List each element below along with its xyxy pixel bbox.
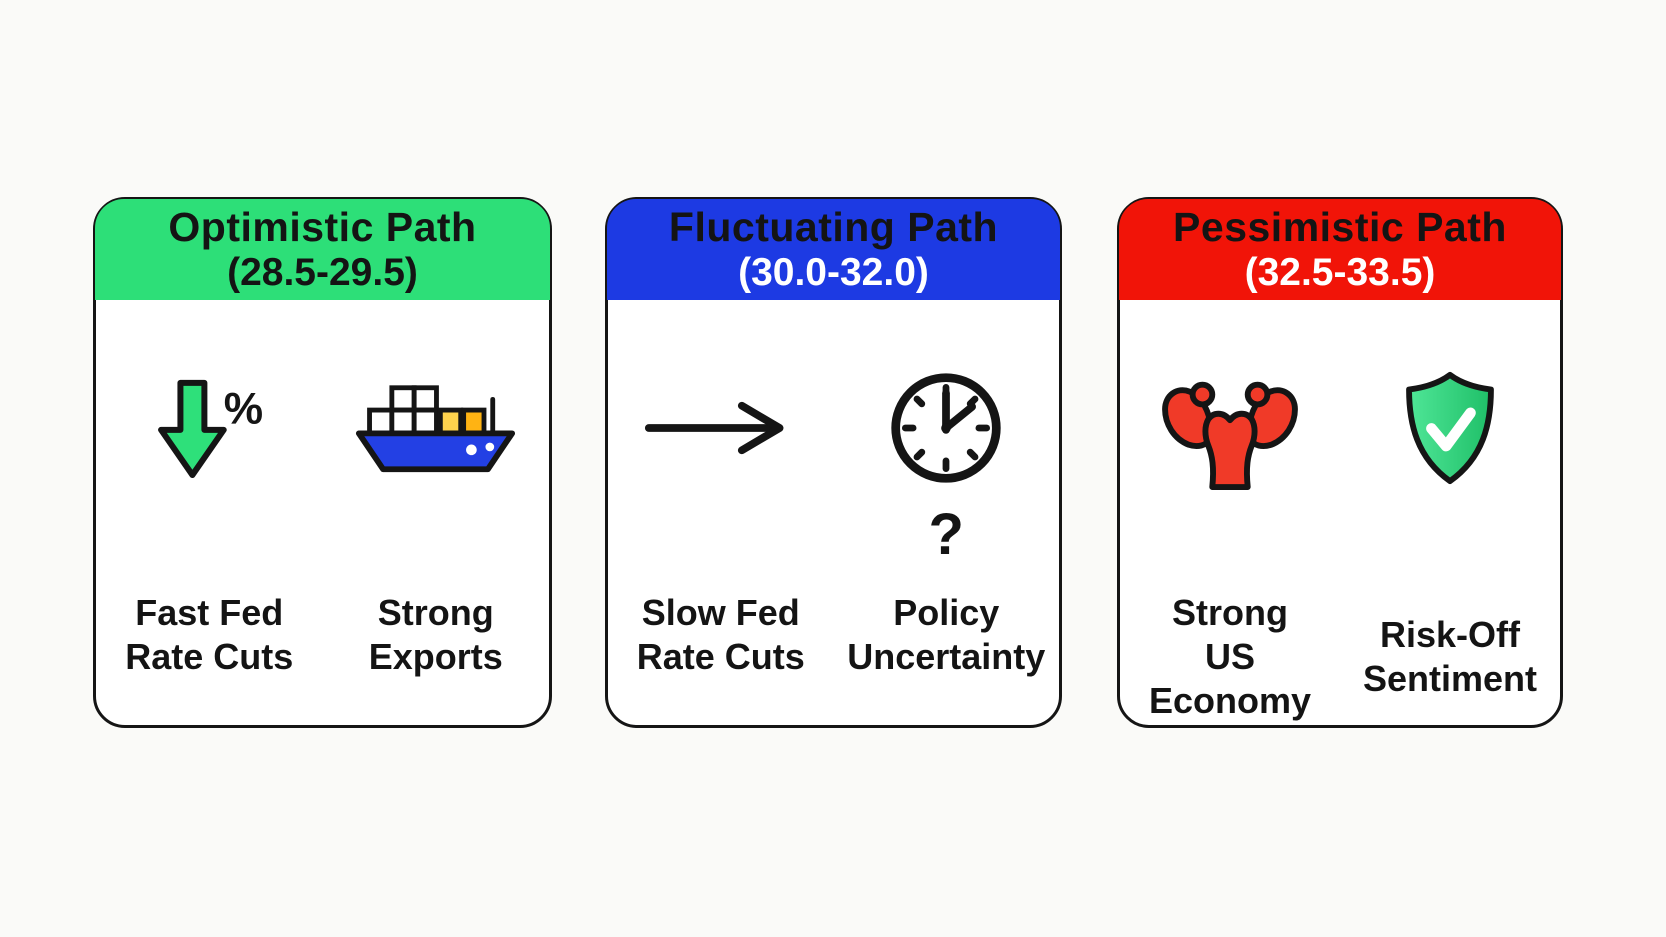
label-row: Slow Fed Rate Cuts Policy Uncertainty (608, 591, 1059, 679)
label-row: Strong US Economy Risk-Off Sentiment (1120, 591, 1560, 723)
card-title: Optimistic Path (168, 203, 477, 250)
card-pessimistic-path: Pessimistic Path (32.5-33.5) (1117, 197, 1563, 728)
item-label: Policy Uncertainty (847, 592, 1046, 677)
percent-down-arrow-icon: % (158, 379, 263, 479)
down-arrow-shape (158, 379, 227, 479)
porthole (466, 444, 477, 455)
icon-cell (608, 358, 834, 498)
icon-row: ? (608, 358, 1060, 564)
ship-hull (356, 429, 516, 472)
item-label: Risk-Off Sentiment (1362, 614, 1538, 699)
icon-row (1120, 358, 1560, 498)
icon-cell (323, 358, 550, 498)
right-arrow-icon (645, 401, 784, 455)
hour-hand (942, 402, 977, 432)
shield-shape (1406, 371, 1494, 484)
cargo-ship-icon (356, 384, 516, 472)
card-range: (30.0-32.0) (738, 250, 929, 294)
icon-cell: % (96, 358, 323, 498)
icon-cell (1120, 358, 1340, 498)
container-yellow (438, 407, 464, 436)
item-label: Slow Fed Rate Cuts (636, 592, 805, 677)
icon-row: % (96, 358, 549, 498)
card-header-pessimistic: Pessimistic Path (32.5-33.5) (1119, 199, 1561, 300)
arrow-head (738, 401, 784, 455)
item-label: Strong US Economy (1148, 592, 1312, 721)
icon-cell: ? (834, 358, 1060, 564)
card-header-optimistic: Optimistic Path (28.5-29.5) (95, 199, 550, 300)
container (411, 384, 440, 412)
card-title: Pessimistic Path (1173, 203, 1507, 250)
clock-icon (891, 373, 1001, 483)
card-optimistic-path: Optimistic Path (28.5-29.5) % (93, 197, 552, 728)
card-fluctuating-path: Fluctuating Path (30.0-32.0) (605, 197, 1062, 728)
icon-cell (1340, 358, 1560, 498)
card-range: (32.5-33.5) (1244, 250, 1436, 294)
label-row: Fast Fed Rate Cuts Strong Exports (96, 591, 549, 679)
card-title: Fluctuating Path (668, 203, 999, 250)
item-label: Fast Fed Rate Cuts (125, 592, 294, 677)
container-yellow (461, 407, 487, 436)
question-mark: ? (928, 502, 964, 567)
percent-glyph: % (224, 384, 263, 433)
container (367, 407, 395, 436)
shield-check-icon (1406, 371, 1494, 484)
muscle-shapes (1162, 381, 1298, 490)
card-header-fluctuating: Fluctuating Path (30.0-32.0) (607, 199, 1060, 300)
card-range: (28.5-29.5) (227, 250, 418, 294)
container (411, 407, 440, 436)
porthole (485, 442, 495, 451)
clock-ticks (902, 383, 991, 473)
container (389, 407, 417, 436)
item-label: Strong Exports (368, 592, 503, 677)
clock-center (941, 423, 952, 433)
check-mark (1426, 407, 1476, 451)
flexed-biceps-icon (1162, 381, 1298, 490)
container (389, 384, 417, 412)
